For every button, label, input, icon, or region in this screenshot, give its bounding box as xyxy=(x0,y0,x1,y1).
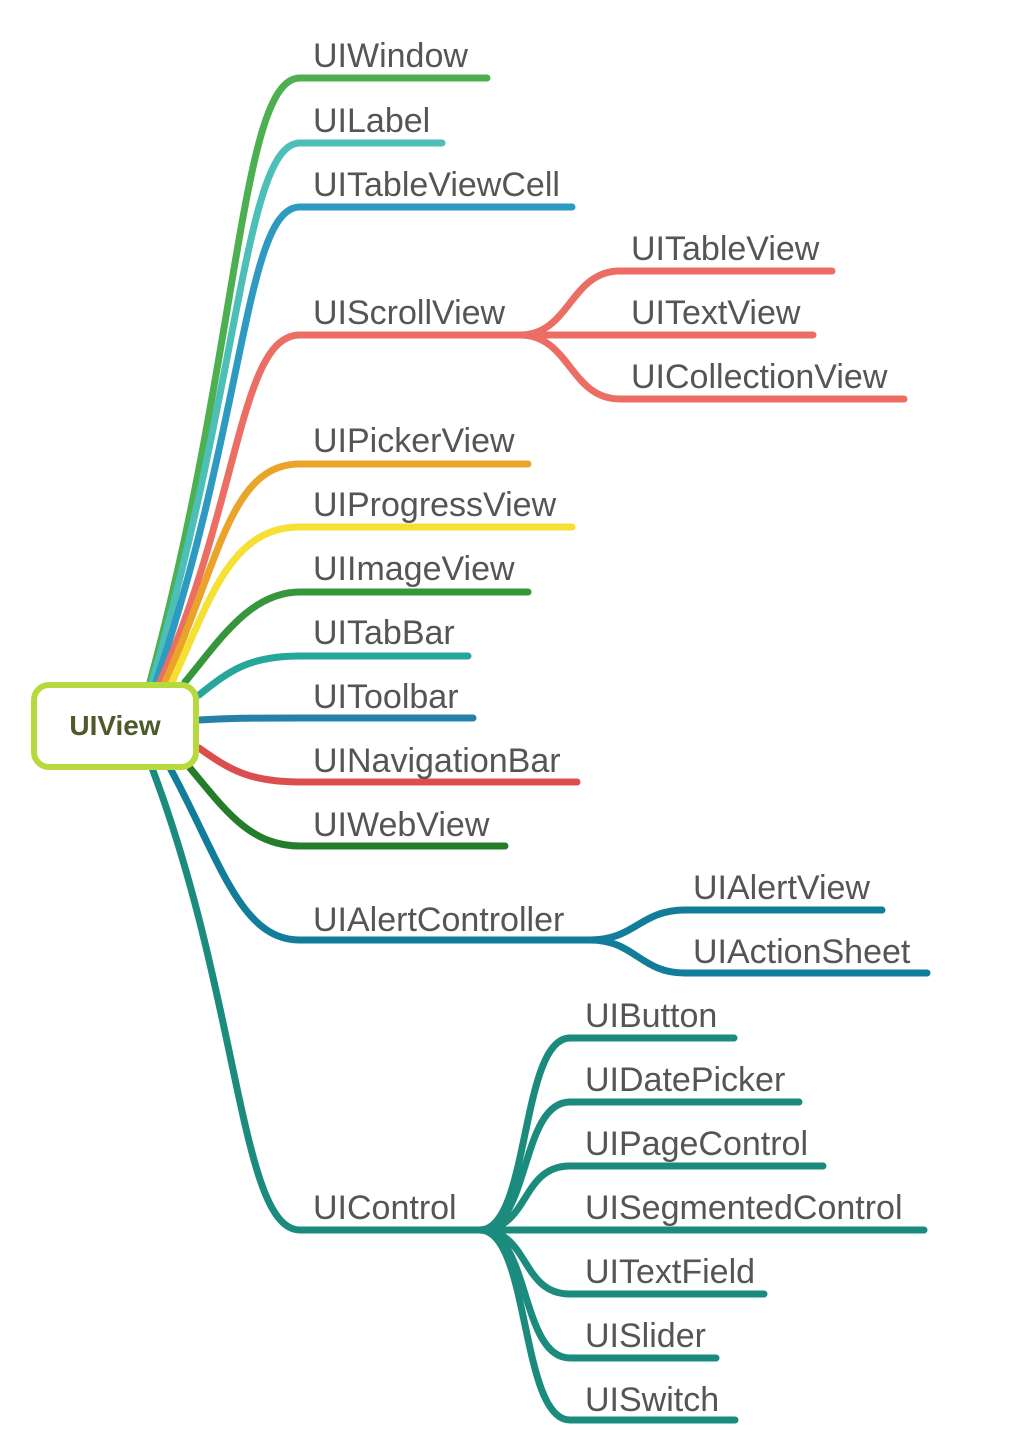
branch-uicontrol xyxy=(148,764,484,1234)
node-label-uidatepicker: UIDatePicker xyxy=(585,1061,785,1099)
node-label-uialertcontroller: UIAlertController xyxy=(313,901,564,939)
node-label-uiactionsheet: UIActionSheet xyxy=(693,933,911,971)
node-label-uiswitch: UISwitch xyxy=(585,1381,719,1419)
node-label-uitoolbar: UIToolbar xyxy=(313,678,459,716)
branch-uipickerview xyxy=(161,460,532,686)
node-label-uiwebview: UIWebView xyxy=(313,806,490,844)
branch-uinavigationbar xyxy=(195,744,581,786)
node-label-uiprogressview: UIProgressView xyxy=(313,486,557,524)
node-label-uiwindow: UIWindow xyxy=(313,37,468,75)
node-label-uitextview: UITextView xyxy=(631,294,801,332)
branch-uiwindow xyxy=(146,74,491,686)
node-label-uitableviewcell: UITableViewCell xyxy=(313,166,560,204)
node-label-uiimageview: UIImageView xyxy=(313,550,515,588)
branch-uicollectionview xyxy=(516,331,908,403)
node-label-uipickerview: UIPickerView xyxy=(313,422,515,460)
node-label-uiscrollview: UIScrollView xyxy=(313,294,506,332)
root-node: UIView xyxy=(31,682,199,770)
node-label-uisegmentedcontrol: UISegmentedControl xyxy=(585,1189,903,1227)
node-label-uislider: UISlider xyxy=(585,1317,706,1355)
branch-uiscrollview xyxy=(156,331,524,686)
node-label-uitableview: UITableView xyxy=(631,230,820,268)
node-label-uitabbar: UITabBar xyxy=(313,614,455,652)
branch-uitabbar xyxy=(195,652,472,699)
branch-uitableviewcell xyxy=(152,203,576,686)
node-label-uilabel: UILabel xyxy=(313,102,430,140)
node-label-uicollectionview: UICollectionView xyxy=(631,358,888,396)
node-label-uicontrol: UIControl xyxy=(313,1189,457,1227)
branch-uiimageview xyxy=(181,588,532,686)
branch-uiprogressview xyxy=(168,523,576,686)
node-label-uitextfield: UITextField xyxy=(585,1253,755,1291)
branch-uiswitch xyxy=(476,1226,739,1424)
branch-uilabel xyxy=(148,139,446,686)
root-node-label: UIView xyxy=(69,710,161,741)
node-label-uialertview: UIAlertView xyxy=(693,869,870,907)
node-label-uinavigationbar: UINavigationBar xyxy=(313,742,561,780)
branch-uiactionsheet xyxy=(586,936,931,977)
branch-uiwebview xyxy=(186,764,509,850)
node-label-uibutton: UIButton xyxy=(585,997,717,1035)
node-label-uipagecontrol: UIPageControl xyxy=(585,1125,808,1163)
branch-uitoolbar xyxy=(195,714,477,724)
branch-uialertcontroller xyxy=(166,764,594,944)
